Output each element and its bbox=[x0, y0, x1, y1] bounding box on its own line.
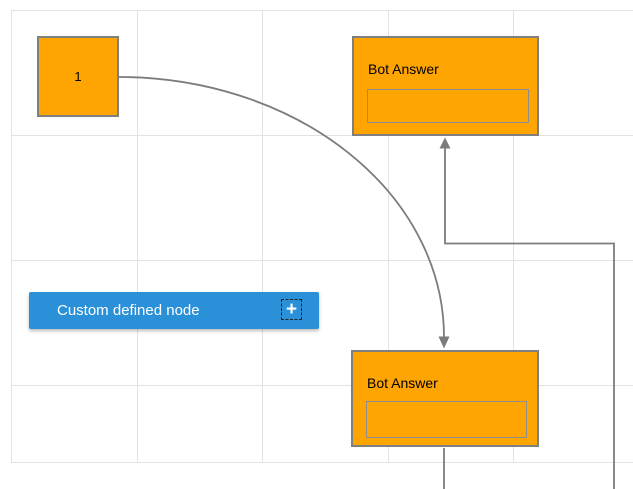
bot-answer-bottom-title: Bot Answer bbox=[367, 375, 438, 391]
node-1-label: 1 bbox=[74, 69, 82, 84]
bot-answer-node-bottom[interactable]: Bot Answer bbox=[351, 350, 539, 447]
connector-orthogonal-to-bot-top[interactable] bbox=[439, 137, 615, 489]
bot-answer-node-top[interactable]: Bot Answer bbox=[352, 36, 539, 136]
bot-answer-bottom-text-field[interactable] bbox=[366, 401, 527, 438]
node-1[interactable]: 1 bbox=[37, 36, 119, 117]
connector-curve-node1-to-bot-bottom[interactable] bbox=[118, 76, 450, 349]
arrow-down-icon bbox=[438, 336, 450, 349]
bot-answer-top-text-field[interactable] bbox=[367, 89, 529, 123]
bot-answer-top-title: Bot Answer bbox=[368, 61, 439, 77]
arrow-up-icon bbox=[439, 137, 451, 149]
custom-defined-node[interactable]: Custom defined node + bbox=[29, 292, 319, 329]
plus-icon: + bbox=[285, 299, 298, 320]
add-node-button[interactable]: + bbox=[281, 299, 302, 320]
custom-node-label: Custom defined node bbox=[57, 302, 200, 319]
